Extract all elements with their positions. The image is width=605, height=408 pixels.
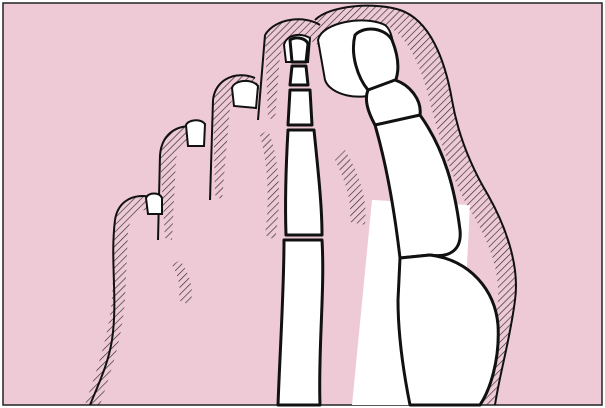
- fourth-toe-nail: [186, 120, 205, 146]
- fifth-toe-nail: [146, 194, 162, 215]
- second-metatarsal: [286, 130, 322, 235]
- second-toe-middle-phalanx: [290, 66, 308, 85]
- second-metatarsal-lower: [278, 240, 323, 405]
- third-toe-nail: [232, 81, 258, 108]
- second-toe-proximal-phalanx: [288, 90, 312, 125]
- second-toe-distal-phalanx: [290, 38, 308, 62]
